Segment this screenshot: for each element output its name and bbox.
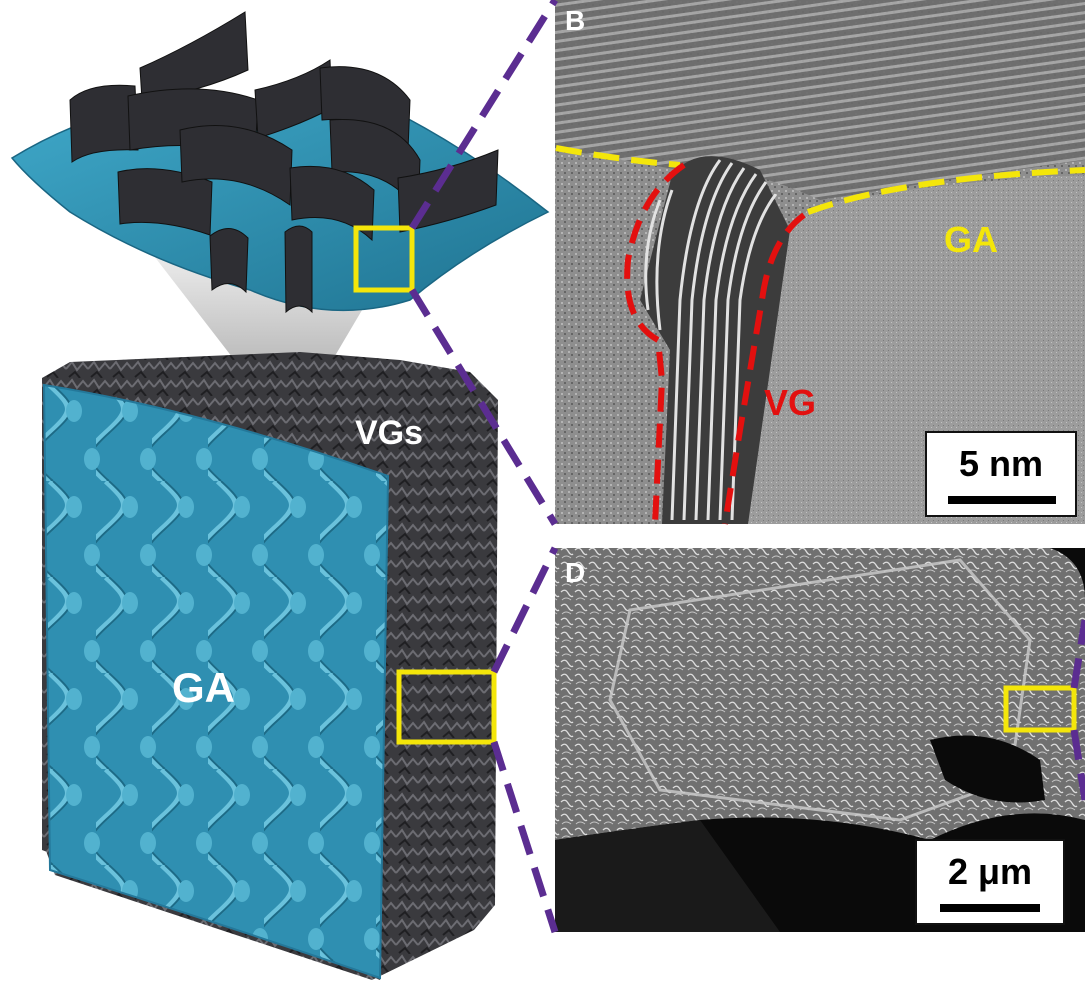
connector-top-lower: [409, 288, 558, 526]
panel-d: D 2 μm: [555, 548, 1085, 932]
tem-lattice-region: [555, 0, 1085, 200]
highlight-box-top: [353, 225, 415, 293]
sem-substrate-shadow: [555, 820, 780, 932]
panel-d-scale-text: 2 μm: [948, 851, 1032, 892]
connector-top-upper: [409, 0, 558, 230]
panel-d-scale-bar: 2 μm: [915, 839, 1065, 925]
ga-boundary-left: [555, 145, 681, 168]
panel-d-letter: D: [565, 557, 585, 588]
panel-b-vg-label: VG: [764, 382, 816, 423]
connector-side-lower: [490, 740, 559, 934]
panel-b-scale-bar: 5 nm: [925, 431, 1077, 517]
vg-boundary-left: [624, 162, 686, 525]
vgs-label: VGs: [355, 414, 423, 452]
vg-boundary-right: [722, 212, 806, 525]
connector-sem-lower: [1070, 729, 1085, 801]
schematic-panel: VGs GA: [10, 11, 550, 980]
sem-pore: [930, 735, 1045, 803]
ga-front-face: [42, 383, 390, 980]
connector-side-upper: [490, 546, 559, 674]
highlight-box-sem: [1003, 685, 1077, 733]
panel-b: B GA VG 5 nm: [555, 0, 1085, 525]
ga-label: GA: [172, 664, 235, 711]
zoom-connectors: [409, 0, 1085, 934]
ga-boundary-right: [806, 167, 1085, 215]
vertical-graphene-walls: [69, 11, 499, 314]
panel-b-scale-text: 5 nm: [959, 443, 1043, 484]
vg-lattice-fringes: [640, 156, 790, 524]
panel-b-letter: B: [565, 5, 585, 36]
connector-sem-upper: [1070, 619, 1085, 689]
highlight-box-side: [396, 669, 497, 745]
panel-b-ga-label: GA: [944, 219, 998, 260]
sem-upper-flake: [608, 558, 1032, 822]
